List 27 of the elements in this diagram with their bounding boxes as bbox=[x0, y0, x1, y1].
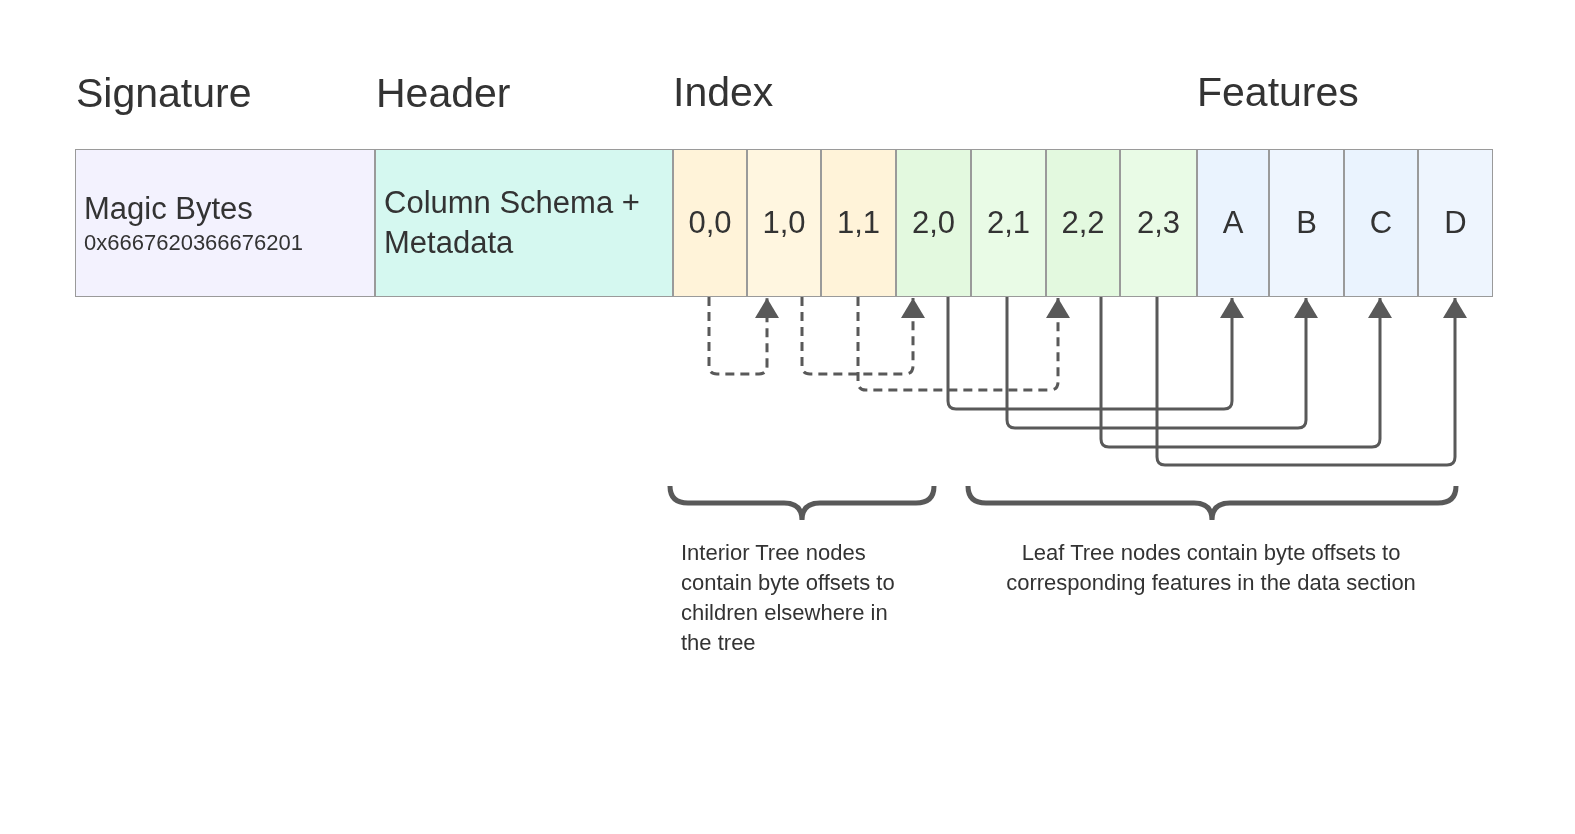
arrow bbox=[856, 297, 1070, 392]
tree-node-cell: 1,0 bbox=[747, 149, 821, 297]
section-label: Magic Bytes bbox=[84, 190, 254, 228]
tree-node-cell: C bbox=[1344, 149, 1418, 297]
tree-node-cell: 2,1 bbox=[971, 149, 1046, 297]
section-heading: Header bbox=[376, 70, 511, 117]
caption-text: Interior Tree nodes contain byte offsets to children elsewhere in the tree bbox=[681, 539, 896, 657]
caption-text: Leaf Tree nodes contain byte offsets to corresponding features in the data section bbox=[1005, 539, 1417, 597]
tree-node-cell: B bbox=[1269, 149, 1344, 297]
tree-node-cell: 2,3 bbox=[1120, 149, 1197, 297]
tree-node-cell: 2,0 bbox=[896, 149, 971, 297]
tree-node-cell: A bbox=[1197, 149, 1269, 297]
arrow bbox=[800, 297, 925, 376]
arrow bbox=[946, 297, 1244, 411]
arrow bbox=[1099, 297, 1392, 449]
arrow bbox=[707, 297, 779, 376]
section-heading: Index bbox=[673, 69, 774, 116]
tree-node-cell: 1,1 bbox=[821, 149, 896, 297]
arrow bbox=[1005, 297, 1318, 430]
section-label: Column Schema + Metadata bbox=[384, 184, 641, 262]
section-heading: Features bbox=[1197, 69, 1359, 116]
arrow bbox=[1155, 297, 1467, 467]
tree-node-cell: 2,2 bbox=[1046, 149, 1120, 297]
hex-value: 0x6667620366676201 bbox=[84, 229, 304, 257]
tree-node-cell: 0,0 bbox=[673, 149, 747, 297]
tree-node-cell: D bbox=[1418, 149, 1493, 297]
section-heading: Signature bbox=[76, 70, 252, 117]
